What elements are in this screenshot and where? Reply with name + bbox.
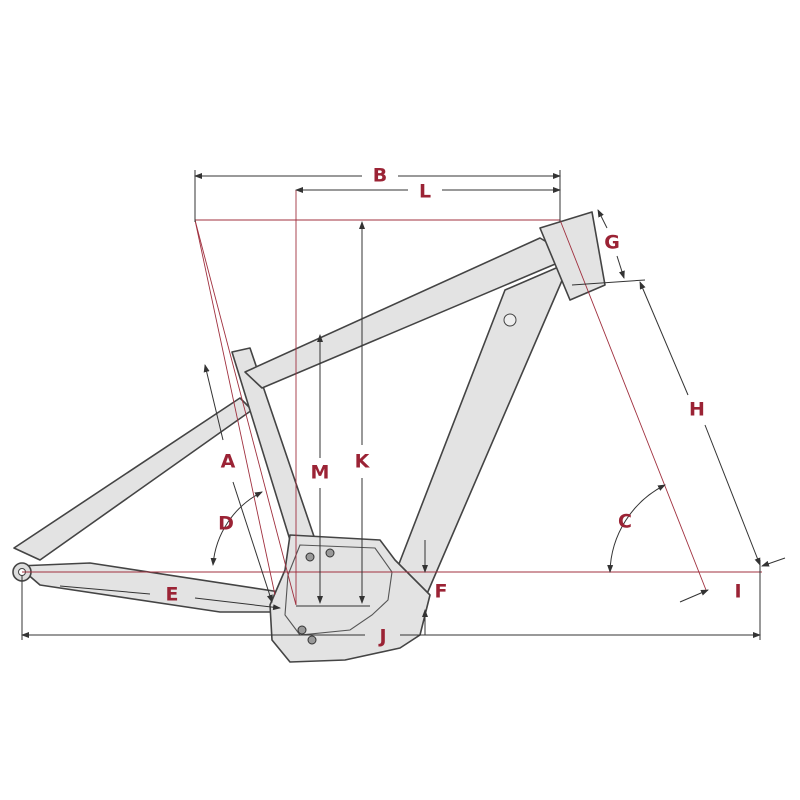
bolt-icon [297,625,307,635]
chain-stay [17,562,283,613]
label-d: D [218,513,234,535]
label-f: F [435,581,448,603]
label-l: L [419,181,431,203]
label-c: C [618,511,632,533]
bike-frame [12,211,606,663]
bolt-icon [305,552,315,562]
label-a: A [221,451,236,473]
dimension-lines [21,170,786,640]
label-e: E [166,584,179,606]
motor-outline [284,544,393,636]
label-i: I [734,581,741,603]
cable-port-icon [503,313,517,327]
label-h: H [689,399,705,421]
label-j: J [377,626,386,648]
reference-lines [22,190,762,606]
label-k: K [355,451,371,473]
label-g: G [604,232,620,254]
label-m: M [311,462,330,484]
seat-stay [13,397,253,561]
label-b: B [373,165,387,187]
bolt-icon [325,548,335,558]
dimension-labels: B L G H K M A D C E F I J [166,165,742,648]
head-tube [539,211,606,301]
bolt-icon [307,635,317,645]
